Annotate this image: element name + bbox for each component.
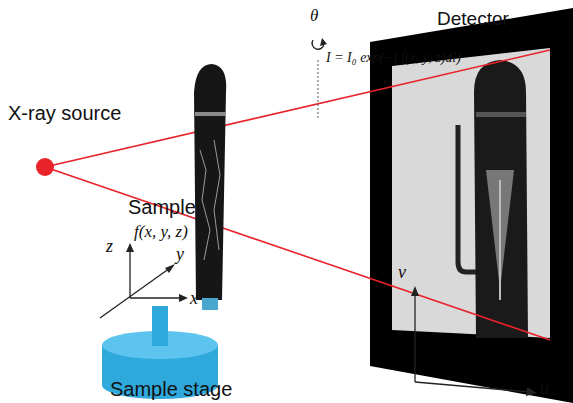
pen-holder [202, 298, 218, 310]
stage-label: Sample stage [110, 378, 232, 401]
axis-x [130, 297, 182, 298]
sample-label: Sample [128, 196, 196, 219]
beam-edge [45, 167, 550, 340]
axis-head [411, 286, 419, 296]
axis-label: z [106, 236, 113, 257]
axis-head [526, 387, 537, 396]
rotation-arrowhead [320, 38, 327, 46]
axis-head [126, 243, 134, 252]
detector-axis [415, 382, 530, 392]
axis-head [179, 294, 188, 302]
detector-panel [370, 8, 573, 403]
pen-pattern [214, 140, 220, 250]
pen-projection [474, 60, 528, 338]
pen-refill [499, 180, 501, 300]
source-label: X-ray source [8, 102, 121, 125]
stage-pin [152, 306, 168, 346]
detector-label: Detector [437, 8, 509, 30]
pen-pattern [200, 150, 210, 260]
pen-band [195, 112, 226, 116]
axis-label: u [540, 378, 549, 399]
sample-pen [194, 64, 226, 300]
rotation-axis [318, 60, 319, 118]
axis-label: x [190, 288, 198, 309]
rotation-angle: θ [310, 6, 318, 26]
detector-image [392, 48, 550, 338]
pen-clip [458, 125, 476, 272]
axis-z [129, 248, 130, 298]
detector-axis [414, 292, 415, 382]
axis-label: y [176, 244, 184, 265]
attenuation-formula: I = I₀ exp(−∫ f(x, y, z)dl) [326, 50, 461, 66]
pen-band [476, 112, 526, 117]
sample-function: f(x, y, z) [134, 222, 188, 242]
xray-source-dot [36, 158, 54, 176]
axis-label: v [398, 262, 406, 283]
axis-head [165, 264, 175, 273]
